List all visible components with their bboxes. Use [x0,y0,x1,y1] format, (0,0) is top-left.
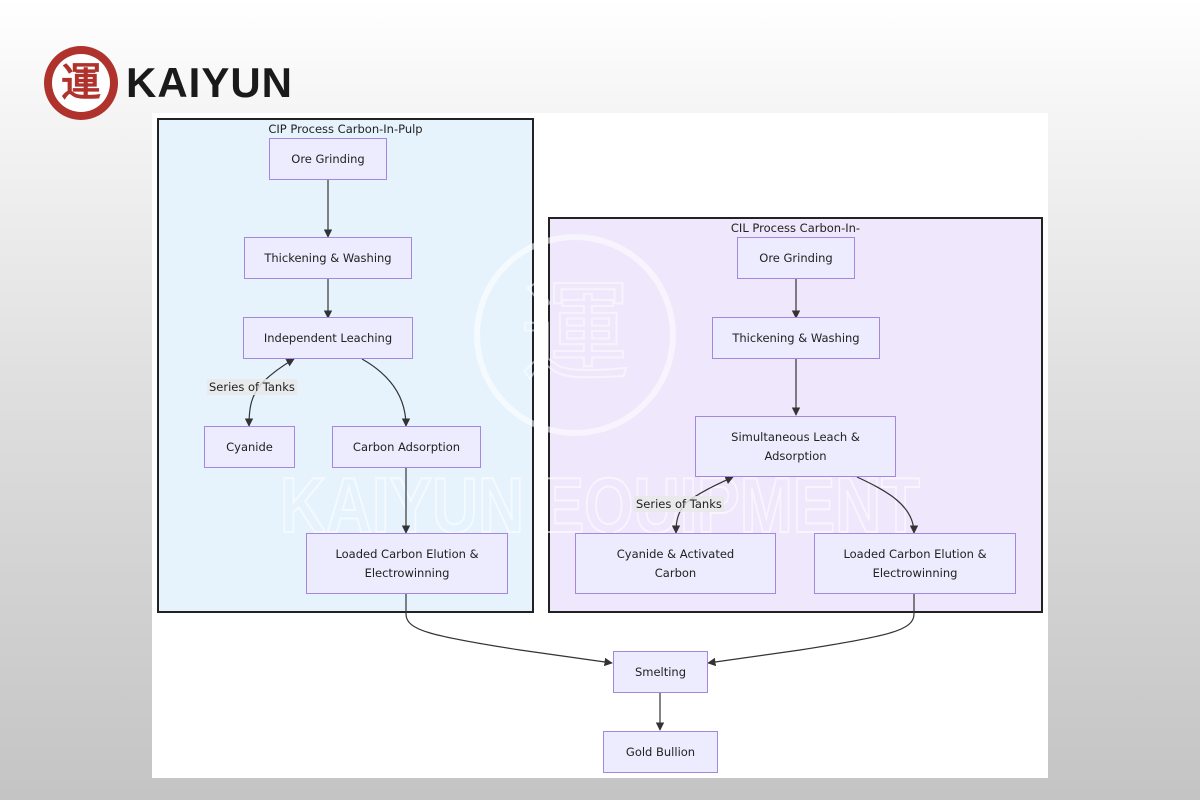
node-cip-cyanide[interactable]: Cyanide [204,426,295,468]
cip-cluster-title: CIP Process Carbon-In-Pulp [268,122,423,136]
node-cil-elution-electrowinning[interactable]: Loaded Carbon Elution & Electrowinning [814,533,1016,594]
node-cip-carbon-adsorption[interactable]: Carbon Adsorption [332,426,481,468]
kaiyun-seal-icon: 運 [44,46,118,120]
node-cil-simultaneous-leach-adsorption[interactable]: Simultaneous Leach & Adsorption [695,416,896,477]
cip-process-cluster: CIP Process Carbon-In-Pulp [157,118,534,613]
edge-label-cip-series-of-tanks: Series of Tanks [207,379,297,395]
brand-name: KAIYUN [126,59,294,106]
node-cil-ore-grinding[interactable]: Ore Grinding [737,237,855,279]
logo-glyph: 運 [52,54,110,112]
kaiyun-logo: 運 KAIYUN [44,46,293,120]
node-cip-thickening-washing[interactable]: Thickening & Washing [244,237,412,279]
node-smelting[interactable]: Smelting [613,651,708,693]
node-cil-thickening-washing[interactable]: Thickening & Washing [712,317,880,359]
node-cip-ore-grinding[interactable]: Ore Grinding [269,138,387,180]
cil-cluster-title: CIL Process Carbon-In- [730,221,861,235]
node-cil-cyanide-activated-carbon[interactable]: Cyanide & Activated Carbon [575,533,776,594]
node-cip-independent-leaching[interactable]: Independent Leaching [243,317,413,359]
node-gold-bullion[interactable]: Gold Bullion [603,731,718,773]
node-cip-elution-electrowinning[interactable]: Loaded Carbon Elution & Electrowinning [306,533,508,594]
edge-label-cil-series-of-tanks: Series of Tanks [634,496,724,512]
